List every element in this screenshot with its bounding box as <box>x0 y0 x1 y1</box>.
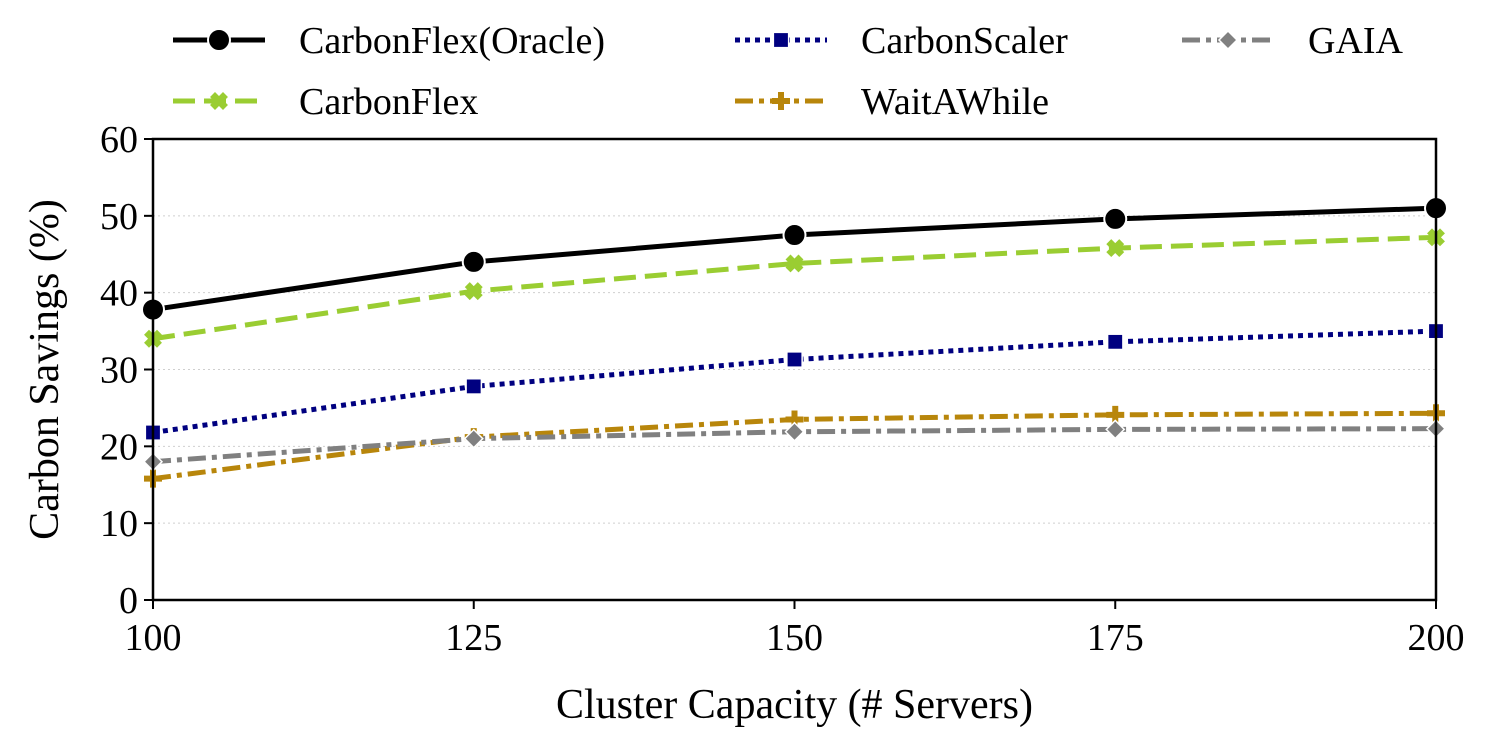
y-tick-label: 30 <box>100 350 138 392</box>
series-line-carbonscaler <box>152 328 1437 435</box>
x-tick-label: 175 <box>1087 617 1144 659</box>
x-tick-label: 100 <box>125 617 182 659</box>
legend-marker-carbonscaler <box>772 31 790 49</box>
ticks: 0 10 20 30 40 50 60 100 125 150 175 200 <box>100 119 1465 659</box>
data-point-carbonflex-150 <box>785 254 804 273</box>
data-point-carbonscaler-175 <box>1106 333 1124 351</box>
data-point-carbonflex-175 <box>1106 239 1125 258</box>
series-markers <box>141 196 1448 488</box>
legend-item-carbonscaler: CarbonScaler <box>735 20 1068 62</box>
x-tick-label: 150 <box>766 617 823 659</box>
x-axis-title: Cluster Capacity (# Servers) <box>556 682 1033 728</box>
y-tick-label: 10 <box>100 503 138 545</box>
legend-item-carbonflex-oracle: CarbonFlex(Oracle) <box>173 20 605 62</box>
y-tick-label: 50 <box>100 196 138 238</box>
x-tick-label: 200 <box>1408 617 1465 659</box>
legend-marker-gaia <box>1217 29 1239 51</box>
legend-item-waitawhile: WaitAWhile <box>735 81 1049 123</box>
data-point-gaia-125 <box>463 428 484 449</box>
y-axis-title: Carbon Savings (%) <box>22 199 68 540</box>
legend-label-carbonscaler: CarbonScaler <box>861 20 1068 62</box>
data-point-gaia-175 <box>1105 419 1126 440</box>
data-point-carbonflex-oracle-125 <box>461 249 486 274</box>
legend: CarbonFlex(Oracle) CarbonFlex CarbonScaler… <box>173 20 1404 123</box>
data-point-carbonflex-125 <box>464 282 483 301</box>
legend-label-waitawhile: WaitAWhile <box>861 81 1049 123</box>
legend-label-carbonflex-oracle: CarbonFlex(Oracle) <box>299 20 605 62</box>
legend-item-gaia: GAIA <box>1182 20 1404 62</box>
legend-marker-waitawhile <box>772 92 790 110</box>
y-tick-label: 20 <box>100 426 138 468</box>
data-point-carbonflex-oracle-175 <box>1103 206 1128 231</box>
legend-marker-carbonflex <box>210 92 228 110</box>
data-point-carbonscaler-150 <box>786 351 803 368</box>
series-line-carbonflex <box>152 234 1437 342</box>
legend-item-carbonflex: CarbonFlex <box>173 81 478 123</box>
y-tick-label: 40 <box>100 273 138 315</box>
legend-label-carbonflex: CarbonFlex <box>299 81 478 123</box>
y-tick-label: 60 <box>100 119 138 161</box>
data-point-carbonflex-oracle-150 <box>782 223 807 248</box>
x-tick-label: 125 <box>445 617 502 659</box>
data-point-carbonscaler-125 <box>465 378 483 395</box>
legend-marker-carbonflex-oracle <box>207 28 231 52</box>
y-tick-label: 0 <box>119 580 138 622</box>
legend-label-gaia: GAIA <box>1308 20 1404 62</box>
data-point-gaia-150 <box>784 421 805 442</box>
gridlines <box>153 215 1436 524</box>
